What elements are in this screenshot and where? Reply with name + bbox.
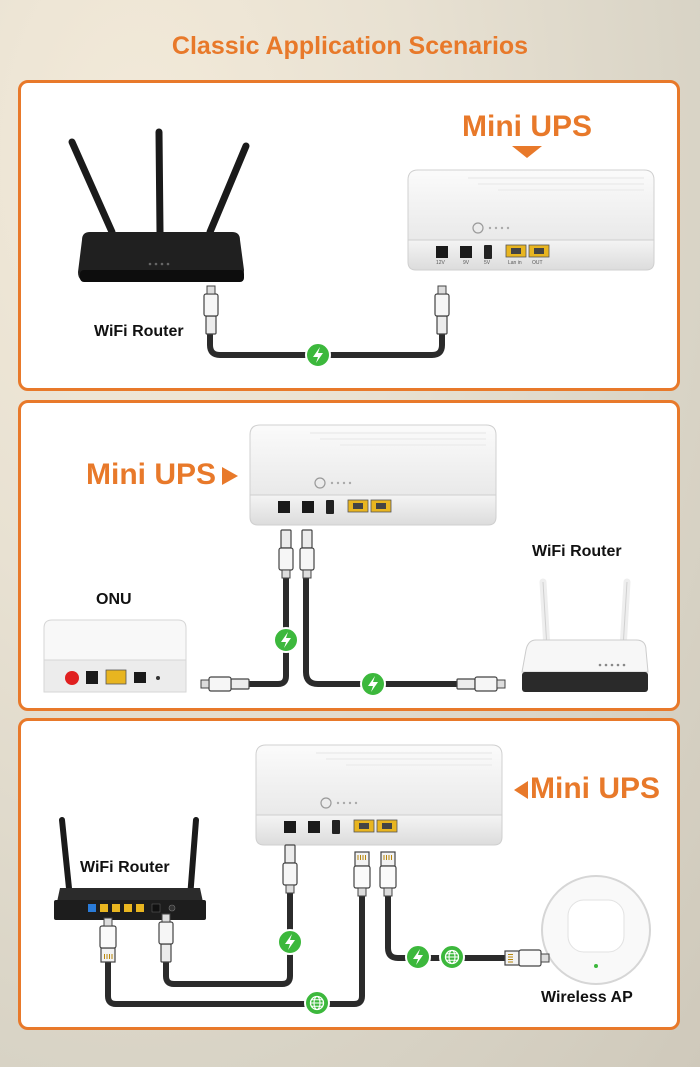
network-globe-icon xyxy=(304,990,330,1016)
port-label-lan: Lan in xyxy=(508,260,522,266)
wireless-ap-device xyxy=(541,875,651,985)
dc-plug xyxy=(203,285,219,335)
scenario2-router-label: WiFi Router xyxy=(532,543,622,560)
router-multiport xyxy=(54,817,206,920)
ethernet-plug xyxy=(379,851,397,897)
dc-plug xyxy=(158,913,174,963)
network-globe-icon xyxy=(439,944,465,970)
arrow-right-icon xyxy=(222,467,238,485)
scenario3-ups-label: Mini UPS xyxy=(530,772,661,805)
mini-ups-device-1 xyxy=(407,169,655,271)
arrow-left-icon xyxy=(514,781,528,799)
dc-plug xyxy=(456,676,506,692)
power-icon xyxy=(273,627,299,653)
mini-ups-device-3 xyxy=(255,744,503,846)
dc-plug xyxy=(282,844,298,894)
power-icon xyxy=(360,671,386,697)
dc-plug xyxy=(278,529,294,579)
scenario1-ups-label: Mini UPS xyxy=(462,110,593,143)
scenario2-ups-label: Mini UPS xyxy=(86,458,217,491)
scenario3-ap-label: Wireless AP xyxy=(541,989,633,1006)
onu-device xyxy=(43,619,187,693)
power-icon xyxy=(305,342,331,368)
arrow-down-icon xyxy=(512,146,542,158)
scenario3-router-label: WiFi Router xyxy=(80,859,170,876)
mini-ups-device-2 xyxy=(249,424,497,526)
router-black xyxy=(68,128,250,282)
port-label-5v: 5V xyxy=(484,260,491,266)
power-icon xyxy=(405,944,431,970)
dc-plug xyxy=(200,676,250,692)
port-label-12v: 12V xyxy=(436,260,445,266)
router-white xyxy=(521,578,649,692)
ethernet-plug xyxy=(353,851,371,897)
page-title: Classic Application Scenarios xyxy=(171,32,529,60)
scenario1-router-label: WiFi Router xyxy=(94,323,184,340)
ethernet-plug xyxy=(99,917,117,963)
power-icon xyxy=(277,929,303,955)
ethernet-plug xyxy=(504,949,550,967)
scenario2-onu-label: ONU xyxy=(96,591,132,608)
port-label-out: OUT xyxy=(532,260,543,266)
port-label-9v: 9V xyxy=(463,260,470,266)
dc-plug xyxy=(434,285,450,335)
dc-plug xyxy=(299,529,315,579)
